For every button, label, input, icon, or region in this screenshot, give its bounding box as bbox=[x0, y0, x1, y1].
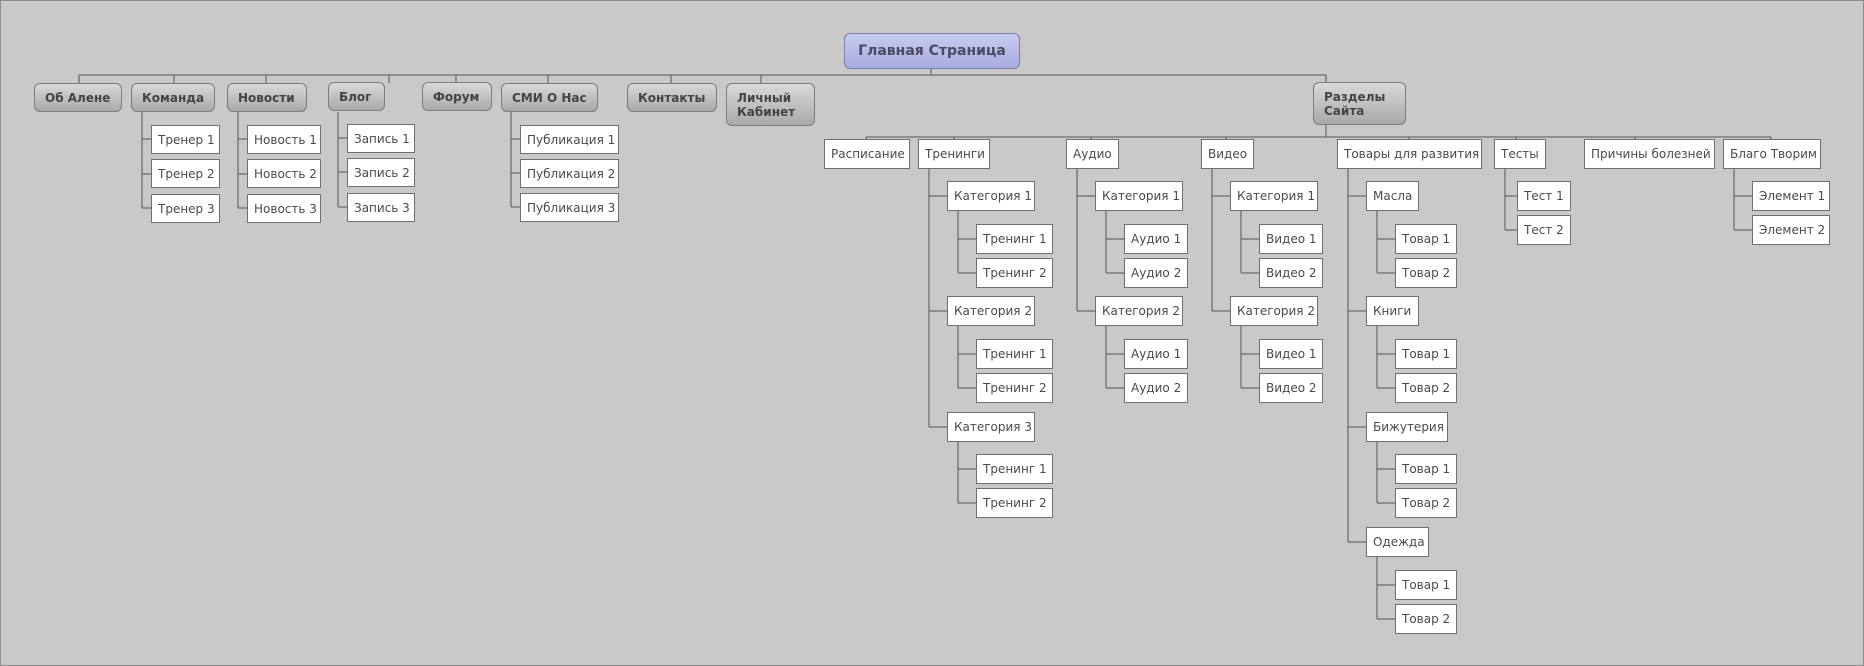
news-item[interactable]: Новость 3 bbox=[247, 194, 321, 223]
node-cabinet[interactable]: Личный Кабинет bbox=[726, 83, 815, 126]
blog-item[interactable]: Запись 1 bbox=[347, 124, 415, 153]
video-item[interactable]: Видео 1 bbox=[1259, 224, 1323, 254]
section-charity[interactable]: Благо Творим bbox=[1723, 139, 1821, 169]
goods-category[interactable]: Книги bbox=[1366, 296, 1419, 326]
video-item[interactable]: Видео 2 bbox=[1259, 373, 1323, 403]
section-video[interactable]: Видео bbox=[1201, 139, 1254, 169]
goods-item[interactable]: Товар 2 bbox=[1395, 488, 1457, 518]
goods-category[interactable]: Бижутерия bbox=[1366, 412, 1448, 442]
video-item[interactable]: Видео 1 bbox=[1259, 339, 1323, 369]
trainings-category[interactable]: Категория 2 bbox=[947, 296, 1035, 326]
goods-item[interactable]: Товар 1 bbox=[1395, 454, 1457, 484]
audio-item[interactable]: Аудио 1 bbox=[1124, 224, 1188, 254]
node-sections[interactable]: Разделы Сайта bbox=[1313, 82, 1406, 125]
training-item[interactable]: Тренинг 2 bbox=[976, 258, 1053, 288]
section-goods[interactable]: Товары для развития bbox=[1337, 139, 1482, 169]
section-schedule[interactable]: Расписание bbox=[824, 139, 910, 169]
video-category[interactable]: Категория 1 bbox=[1230, 181, 1318, 211]
training-item[interactable]: Тренинг 1 bbox=[976, 339, 1053, 369]
root-node[interactable]: Главная Страница bbox=[844, 33, 1020, 69]
audio-item[interactable]: Аудио 2 bbox=[1124, 258, 1188, 288]
team-item[interactable]: Тренер 3 bbox=[151, 194, 220, 223]
team-item[interactable]: Тренер 1 bbox=[151, 125, 220, 154]
trainings-category[interactable]: Категория 1 bbox=[947, 181, 1035, 211]
section-audio[interactable]: Аудио bbox=[1066, 139, 1119, 169]
section-trainings[interactable]: Тренинги bbox=[918, 139, 990, 169]
training-item[interactable]: Тренинг 1 bbox=[976, 224, 1053, 254]
training-item[interactable]: Тренинг 2 bbox=[976, 373, 1053, 403]
node-team[interactable]: Команда bbox=[131, 83, 215, 112]
smi-item[interactable]: Публикация 1 bbox=[520, 125, 619, 154]
goods-category[interactable]: Одежда bbox=[1366, 527, 1429, 557]
audio-item[interactable]: Аудио 2 bbox=[1124, 373, 1188, 403]
goods-item[interactable]: Товар 2 bbox=[1395, 258, 1457, 288]
smi-item[interactable]: Публикация 3 bbox=[520, 193, 619, 222]
node-contacts[interactable]: Контакты bbox=[627, 83, 717, 112]
training-item[interactable]: Тренинг 1 bbox=[976, 454, 1053, 484]
blog-item[interactable]: Запись 2 bbox=[347, 158, 415, 187]
charity-item[interactable]: Элемент 2 bbox=[1752, 215, 1830, 245]
node-smi[interactable]: СМИ О Нас bbox=[501, 83, 598, 112]
audio-item[interactable]: Аудио 1 bbox=[1124, 339, 1188, 369]
smi-item[interactable]: Публикация 2 bbox=[520, 159, 619, 188]
team-item[interactable]: Тренер 2 bbox=[151, 159, 220, 188]
charity-item[interactable]: Элемент 1 bbox=[1752, 181, 1830, 211]
audio-category[interactable]: Категория 2 bbox=[1095, 296, 1183, 326]
goods-item[interactable]: Товар 2 bbox=[1395, 373, 1457, 403]
news-item[interactable]: Новость 1 bbox=[247, 125, 321, 154]
tests-item[interactable]: Тест 2 bbox=[1517, 215, 1571, 245]
section-tests[interactable]: Тесты bbox=[1494, 139, 1546, 169]
goods-item[interactable]: Товар 2 bbox=[1395, 604, 1457, 634]
node-news[interactable]: Новости bbox=[227, 83, 307, 112]
trainings-category[interactable]: Категория 3 bbox=[947, 412, 1035, 442]
node-blog[interactable]: Блог bbox=[328, 82, 385, 111]
section-causes[interactable]: Причины болезней bbox=[1584, 139, 1715, 169]
news-item[interactable]: Новость 2 bbox=[247, 159, 321, 188]
goods-item[interactable]: Товар 1 bbox=[1395, 570, 1457, 600]
goods-category[interactable]: Масла bbox=[1366, 181, 1419, 211]
node-forum[interactable]: Форум bbox=[422, 82, 492, 111]
video-item[interactable]: Видео 2 bbox=[1259, 258, 1323, 288]
goods-item[interactable]: Товар 1 bbox=[1395, 224, 1457, 254]
tests-item[interactable]: Тест 1 bbox=[1517, 181, 1571, 211]
audio-category[interactable]: Категория 1 bbox=[1095, 181, 1183, 211]
blog-item[interactable]: Запись 3 bbox=[347, 193, 415, 222]
node-about[interactable]: Об Алене bbox=[34, 83, 122, 112]
goods-item[interactable]: Товар 1 bbox=[1395, 339, 1457, 369]
video-category[interactable]: Категория 2 bbox=[1230, 296, 1318, 326]
training-item[interactable]: Тренинг 2 bbox=[976, 488, 1053, 518]
